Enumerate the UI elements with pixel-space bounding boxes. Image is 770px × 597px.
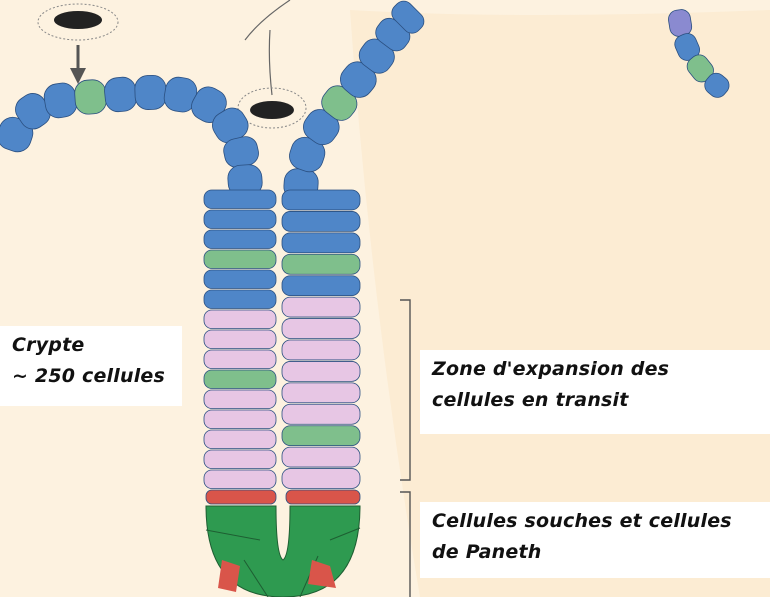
paneth-cell — [206, 490, 276, 504]
crypt-cell-right — [282, 190, 360, 210]
villus-cell — [74, 79, 107, 115]
stem-cells-line1: Cellules souches et cellules — [432, 506, 770, 537]
crypt-cell-left — [204, 290, 276, 309]
crypt-cell-right — [282, 426, 360, 446]
crypt-cell-right — [282, 276, 360, 296]
crypt-cell-right — [282, 254, 360, 274]
crypt-cell-left — [204, 210, 276, 229]
crypt-cell-left — [204, 370, 276, 389]
stem-cells-label: Cellules souches et cellules de Paneth — [420, 502, 770, 578]
crypt-cell-right — [282, 383, 360, 403]
crypt-cell-right — [282, 319, 360, 339]
crypt-cell-right — [282, 211, 360, 231]
villus-cell — [103, 76, 137, 113]
crypt-cell-left — [204, 350, 276, 369]
crypt-cell-right — [282, 340, 360, 360]
stem-cells-line2: de Paneth — [432, 537, 770, 568]
transit-zone-label: Zone d'expansion des cellules en transit — [420, 350, 770, 434]
crypt-cell-left — [204, 430, 276, 449]
transit-zone-line1: Zone d'expansion des — [432, 354, 770, 385]
crypt-cell-left — [204, 390, 276, 409]
crypt-cell-left — [204, 450, 276, 469]
crypt-cell-left — [204, 230, 276, 249]
crypt-cell-left — [204, 330, 276, 349]
crypte-cell-count: ~ 250 cellules — [12, 361, 182, 392]
crypte-title: Crypte — [12, 330, 182, 361]
paneth-cell — [286, 490, 360, 504]
crypt-cell-right — [282, 469, 360, 489]
crypt-cell-left — [204, 310, 276, 329]
crypt-cell-left — [204, 250, 276, 269]
crypt-cell-left — [204, 190, 276, 209]
transit-zone-line2: cellules en transit — [432, 385, 770, 416]
crypt-cell-left — [204, 270, 276, 289]
crypte-label: Crypte ~ 250 cellules — [0, 326, 182, 406]
crypt-cell-right — [282, 361, 360, 381]
crypt-cell-right — [282, 297, 360, 317]
crypt-cell-right — [282, 233, 360, 253]
villus-cell — [134, 75, 166, 110]
crypt-cell-right — [282, 404, 360, 424]
crypt-cell-right — [282, 447, 360, 467]
crypt-cell-left — [204, 470, 276, 489]
crypt-cell-left — [204, 410, 276, 429]
